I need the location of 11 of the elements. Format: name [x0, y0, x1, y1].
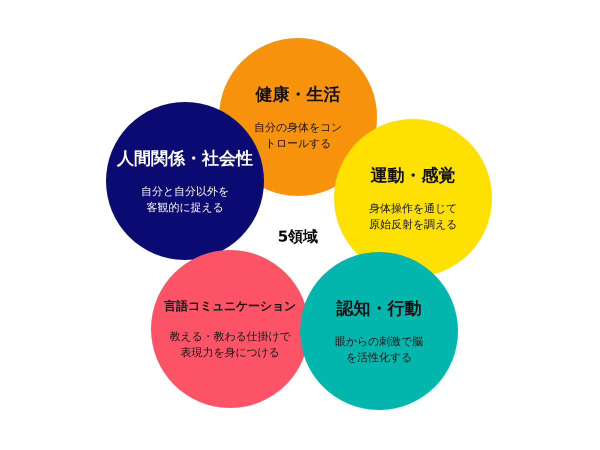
heading: 健康・生活	[256, 84, 340, 106]
description: 身体操作を通じて原始反射を調える	[368, 200, 458, 232]
heading: 言語コミュニケーション	[164, 298, 296, 315]
heading: 人間関係・社会性	[117, 148, 253, 170]
heading: 運動・感覚	[370, 164, 456, 187]
description: 教える・教わる仕掛けで表現力を身につける	[169, 328, 291, 360]
center-label: 5領域	[278, 228, 318, 246]
description: 眼からの刺激で脳を活性化する	[334, 334, 424, 366]
heading: 認知・行動	[336, 298, 422, 320]
description: 自分と自分以外を客観的に捉える	[140, 184, 230, 216]
description: 自分の身体をコントロールする	[254, 120, 342, 152]
